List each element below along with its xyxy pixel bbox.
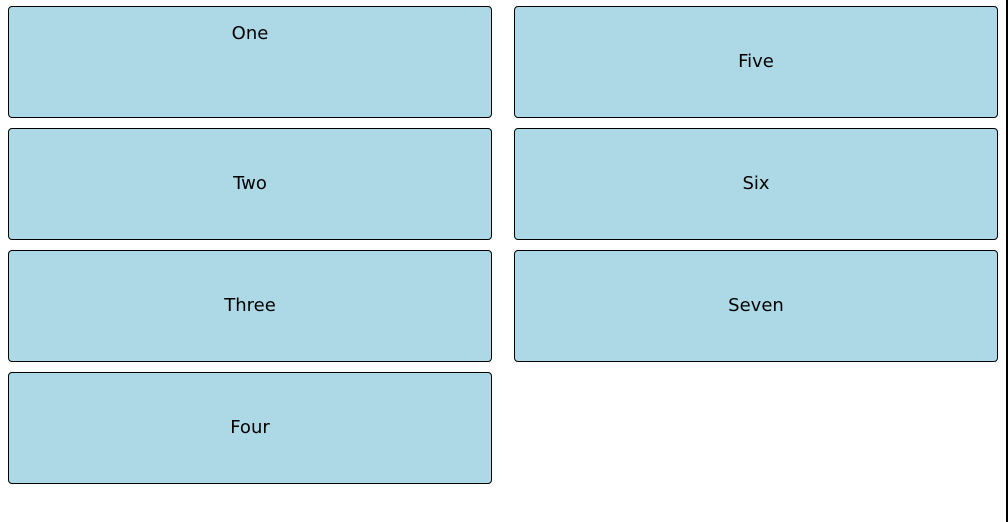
box-six-label: Six [742,173,770,194]
box-one[interactable]: One [8,6,492,118]
box-five[interactable]: Five [514,6,998,118]
box-three-label: Three [224,295,276,316]
right-column: Five Six Seven [514,6,998,372]
box-seven[interactable]: Seven [514,250,998,362]
box-two[interactable]: Two [8,128,492,240]
box-one-label: One [231,23,269,44]
left-column: One Two Three Four [8,6,492,494]
box-four-label: Four [230,417,270,438]
box-three[interactable]: Three [8,250,492,362]
box-six[interactable]: Six [514,128,998,240]
box-four[interactable]: Four [8,372,492,484]
box-five-label: Five [738,51,774,72]
window-edge-divider [1006,0,1008,522]
box-seven-label: Seven [728,295,784,316]
box-two-label: Two [233,173,267,194]
